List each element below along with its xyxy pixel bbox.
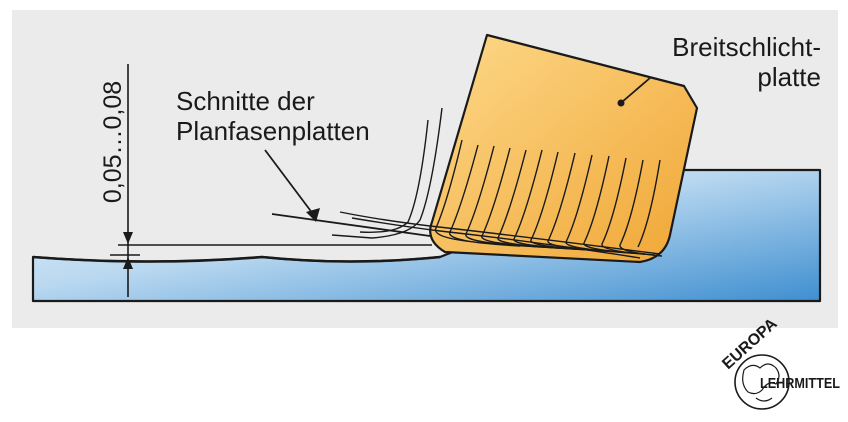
cuts-label-line-2: Planfasenplatten [176, 116, 370, 146]
dimension-arrow-bottom [123, 257, 133, 269]
dimension-arrow-top [123, 232, 133, 244]
dimension-label: 0,05…0,08 [99, 81, 127, 203]
cut-traces [331, 107, 663, 259]
insert-label-line-1: Breitschlicht- [672, 32, 821, 62]
machined-surface [32, 255, 441, 263]
leader-lines [264, 77, 651, 237]
cuts-label-line-1: Schnitte der [176, 86, 315, 116]
continents-icon [742, 363, 780, 402]
logo-side-text: LEHRMITTEL [760, 375, 840, 392]
europa-lehrmittel-logo: EUROPA LEHRMITTEL [719, 315, 840, 410]
insert-label-line-2: platte [757, 62, 821, 92]
globe-icon [734, 354, 790, 410]
leader-arrowhead [306, 208, 320, 222]
wide-finishing-insert [429, 33, 699, 264]
leader-dot [617, 99, 625, 107]
